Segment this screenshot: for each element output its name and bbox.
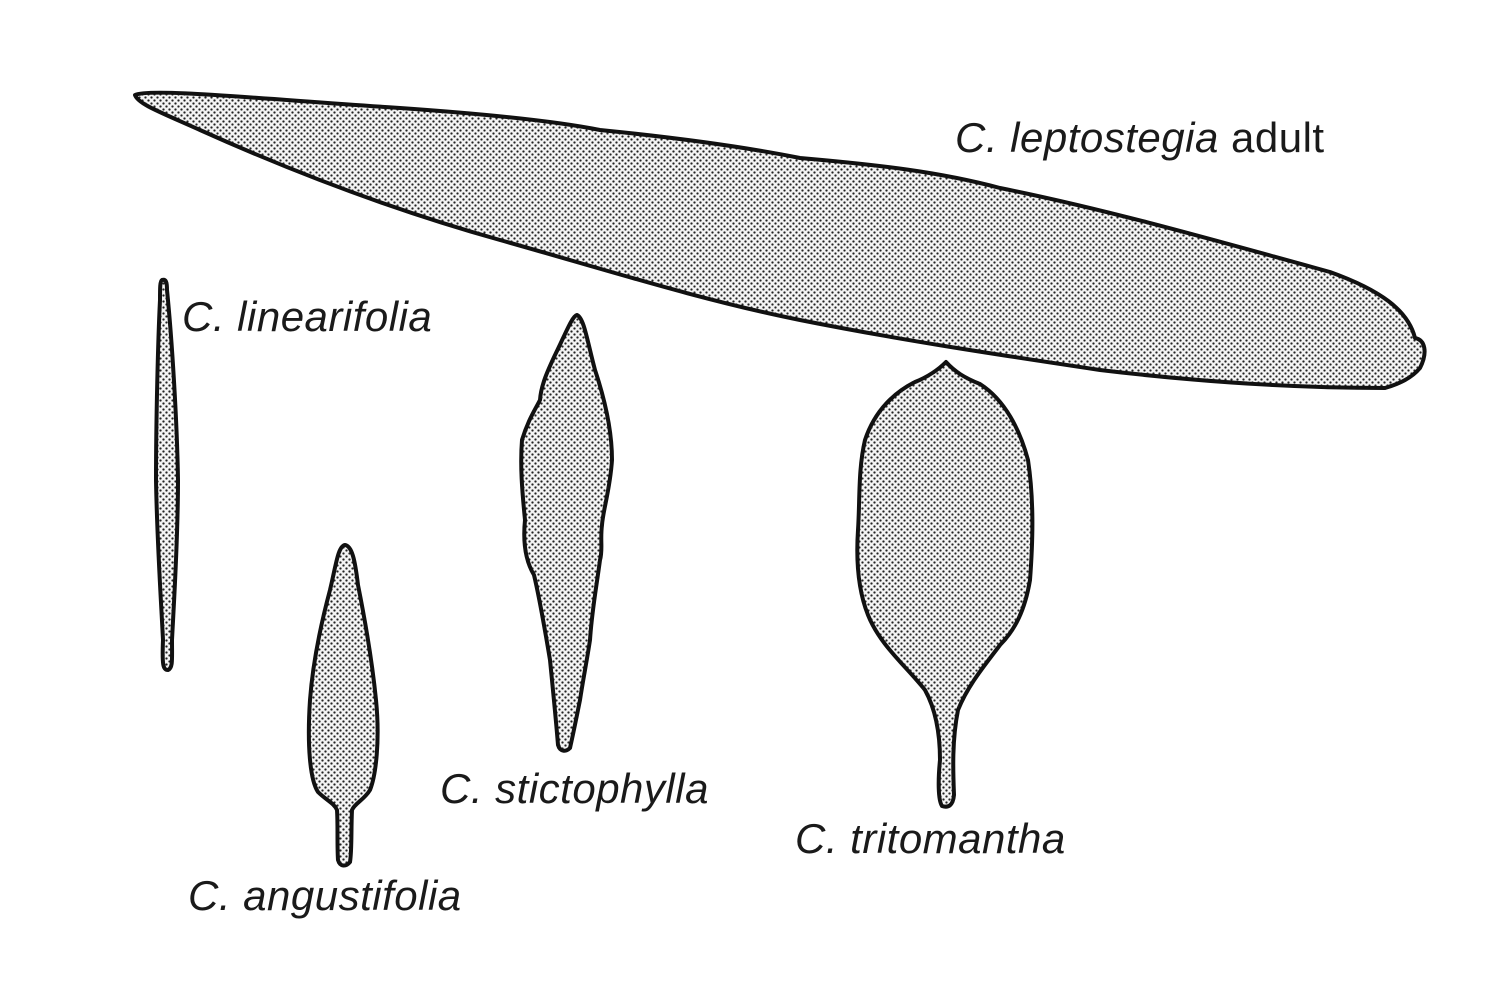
leaf-angustifolia <box>306 543 380 868</box>
leaf-linearifolia <box>154 277 180 672</box>
label-stictophylla: C. stictophylla <box>440 765 709 812</box>
leaf-stictophylla <box>519 313 614 753</box>
leaf-tritomantha <box>855 360 1035 809</box>
label-angustifolia: C. angustifolia <box>188 872 462 919</box>
label-tritomantha: C. tritomantha <box>795 815 1066 862</box>
label-linearifolia: C. linearifolia <box>182 293 433 340</box>
label-leptostegia: C. leptostegia adult <box>955 114 1325 161</box>
leaf-leptostegia <box>133 90 1427 390</box>
